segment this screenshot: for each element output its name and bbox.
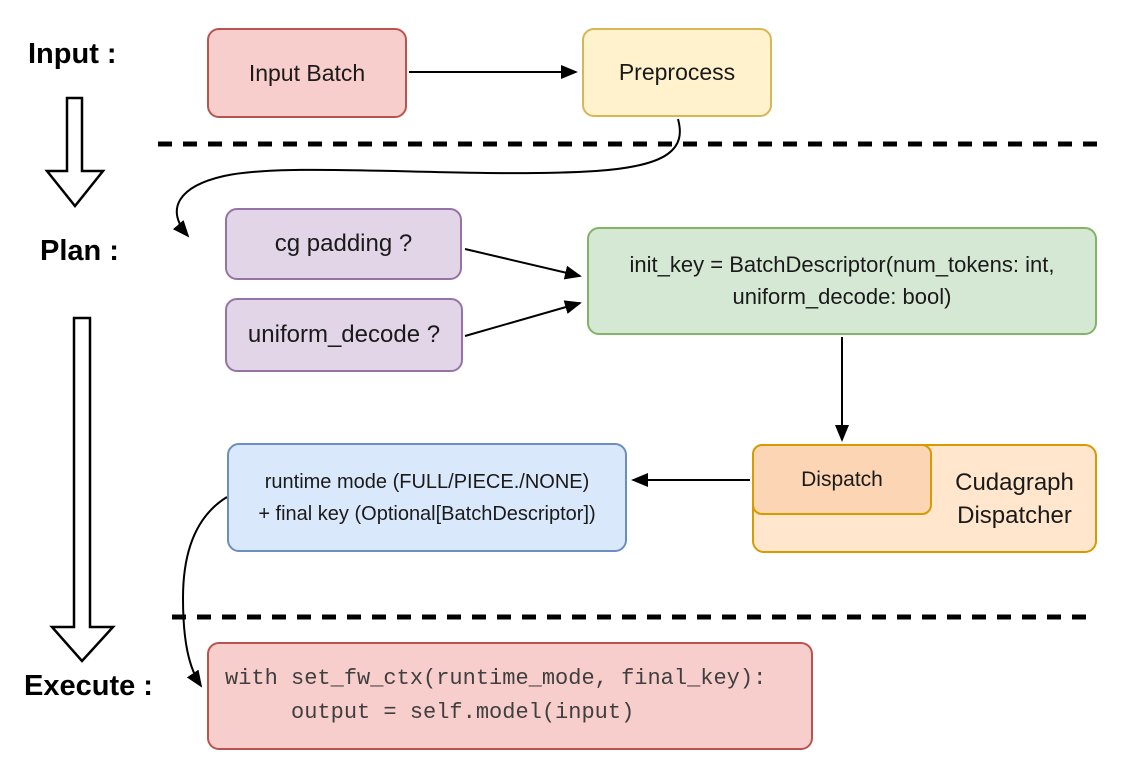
node-dispatch-label: Dispatch (801, 467, 883, 491)
stage-label-execute: Execute : (24, 670, 153, 702)
node-uniform-decode-label: uniform_decode ? (247, 321, 441, 348)
node-runtime-result-line2: + final key (Optional[BatchDescriptor]) (258, 502, 596, 525)
node-input-batch-label: Input Batch (248, 59, 366, 86)
edge-runtime-result-to-execute-code (181, 496, 228, 688)
stage-label-input: Input : (28, 38, 117, 70)
node-init-key-line1: init_key = BatchDescriptor(num_tokens: i… (629, 252, 1055, 277)
node-preprocess: Preprocess (582, 28, 772, 117)
execute-code-line2: output = self.model(input) (225, 700, 635, 725)
cudagraph-dispatcher-label: Cudagraph Dispatcher (934, 446, 1095, 551)
stage-arrow-input-to-plan (44, 96, 106, 209)
cudagraph-dispatcher-line1: Cudagraph (955, 468, 1074, 496)
node-preprocess-label: Preprocess (618, 59, 736, 85)
node-execute-code: with set_fw_ctx(runtime_mode, final_key)… (207, 642, 813, 750)
cudagraph-dispatcher-line2: Dispatcher (957, 501, 1072, 529)
edge-preprocess-to-cg-padding (172, 118, 681, 238)
edge-uniform-decode-to-init-key (464, 300, 582, 337)
node-runtime-result-line1: runtime mode (FULL/PIECE./NONE) (264, 470, 590, 493)
node-cg-padding: cg padding ? (225, 208, 462, 280)
node-uniform-decode: uniform_decode ? (225, 298, 463, 372)
edge-cg-padding-to-init-key (464, 248, 582, 280)
stage-arrow-plan-to-execute (49, 316, 116, 663)
execute-code-line1: with set_fw_ctx(runtime_mode, final_key)… (225, 666, 767, 691)
node-runtime-result: runtime mode (FULL/PIECE./NONE) + final … (227, 443, 627, 552)
node-init-key: init_key = BatchDescriptor(num_tokens: i… (587, 227, 1097, 335)
node-cg-padding-label: cg padding ? (274, 230, 413, 257)
stage-label-plan: Plan : (40, 235, 119, 267)
node-init-key-line2: uniform_decode: bool) (732, 284, 952, 309)
node-dispatch: Dispatch (752, 444, 932, 515)
node-input-batch: Input Batch (207, 28, 407, 118)
